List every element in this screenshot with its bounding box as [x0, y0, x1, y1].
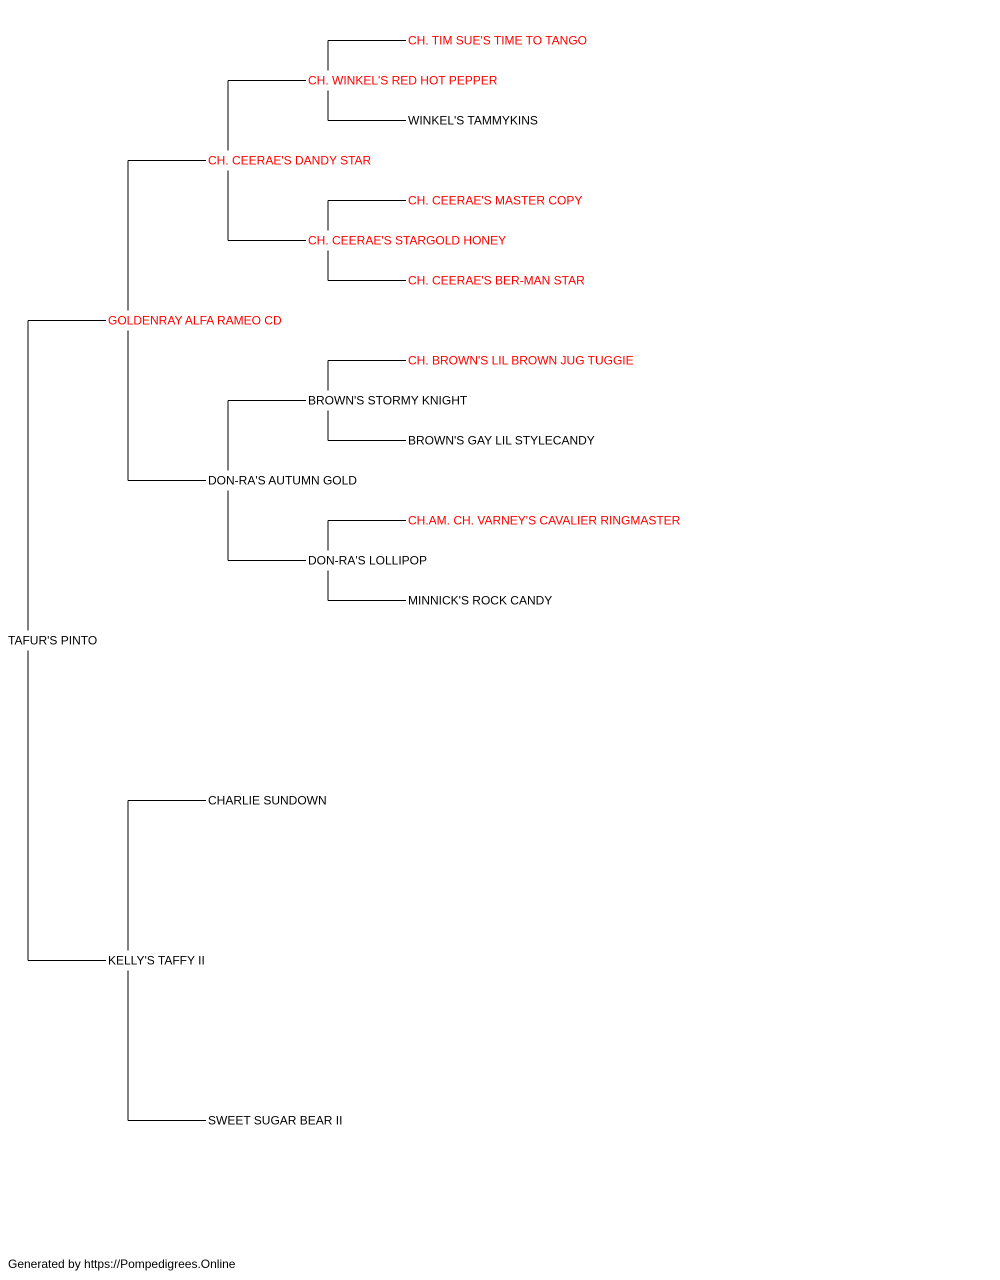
dog-name-minnick-s-rock-candy[interactable]: MINNICK'S ROCK CANDY	[408, 594, 552, 608]
pedigree-connectors	[27, 40, 406, 1121]
dog-name-tafur-s-pinto[interactable]: TAFUR'S PINTO	[8, 634, 97, 648]
dog-name-ch-tim-sue-s-time-to-tango[interactable]: CH. TIM SUE'S TIME TO TANGO	[408, 34, 587, 48]
dog-name-kelly-s-taffy-ii[interactable]: KELLY'S TAFFY II	[108, 954, 205, 968]
dog-name-don-ra-s-autumn-gold[interactable]: DON-RA'S AUTUMN GOLD	[208, 474, 357, 488]
dog-name-ch-ceerae-s-master-copy[interactable]: CH. CEERAE'S MASTER COPY	[408, 194, 582, 208]
dog-name-goldenray-alfa-rameo-cd[interactable]: GOLDENRAY ALFA RAMEO CD	[108, 314, 282, 328]
dog-name-sweet-sugar-bear-ii[interactable]: SWEET SUGAR BEAR II	[208, 1114, 342, 1128]
pedigree-names: TAFUR'S PINTO GOLDENRAY ALFA RAMEO CD CH. …	[8, 34, 681, 1128]
dog-name-ch-am-ch-varney-s-cavalier-ringmaster[interactable]: CH.AM. CH. VARNEY'S CAVALIER RINGMASTER	[408, 514, 681, 528]
footer-credit: Generated by https://Pompedigrees.Online	[8, 1257, 236, 1271]
dog-name-charlie-sundown[interactable]: CHARLIE SUNDOWN	[208, 794, 327, 808]
dog-name-ch-brown-s-lil-brown-jug-tuggie[interactable]: CH. BROWN'S LIL BROWN JUG TUGGIE	[408, 354, 634, 368]
dog-name-winkel-s-tammykins[interactable]: WINKEL'S TAMMYKINS	[408, 114, 538, 128]
dog-name-ch-winkel-s-red-hot-pepper[interactable]: CH. WINKEL'S RED HOT PEPPER	[308, 74, 498, 88]
dog-name-brown-s-stormy-knight[interactable]: BROWN'S STORMY KNIGHT	[308, 394, 468, 408]
dog-name-ch-ceerae-s-ber-man-star[interactable]: CH. CEERAE'S BER-MAN STAR	[408, 274, 585, 288]
dog-name-ch-ceerae-s-stargold-honey[interactable]: CH. CEERAE'S STARGOLD HONEY	[308, 234, 506, 248]
dog-name-brown-s-gay-lil-stylecandy[interactable]: BROWN'S GAY LIL STYLECANDY	[408, 434, 595, 448]
dog-name-don-ra-s-lollipop[interactable]: DON-RA'S LOLLIPOP	[308, 554, 427, 568]
dog-name-ch-ceerae-s-dandy-star[interactable]: CH. CEERAE'S DANDY STAR	[208, 154, 372, 168]
